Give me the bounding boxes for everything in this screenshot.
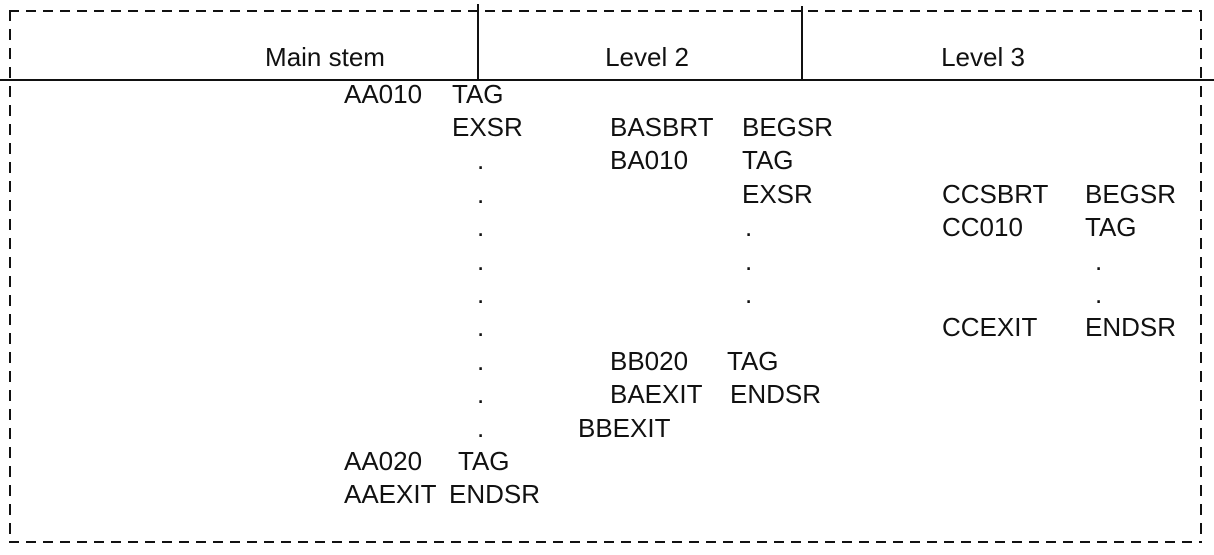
main-stem-continuation-dot: . xyxy=(477,145,485,175)
main-stem-opcode: ENDSR xyxy=(449,479,541,509)
main-stem-continuation-dot: . xyxy=(477,212,485,242)
level3-opcode: ENDSR xyxy=(1085,312,1177,342)
level2-opcode: TAG xyxy=(742,145,794,175)
level3-continuation-dot: . xyxy=(1095,279,1103,309)
main-stem-opcode: TAG xyxy=(458,446,510,476)
column-separator-line-2 xyxy=(801,6,803,80)
dashed-border-left xyxy=(9,10,11,542)
level2-continuation-dot: . xyxy=(745,212,753,242)
level3-opcode: BEGSR xyxy=(1085,179,1177,209)
main-stem-continuation-dot: . xyxy=(477,279,485,309)
column-header-level3: Level 3 xyxy=(941,42,1025,72)
level3-label: CCSBRT xyxy=(942,179,1049,209)
level3-label: CCEXIT xyxy=(942,312,1038,342)
column-header-level2: Level 2 xyxy=(605,42,689,72)
level2-opcode: EXSR xyxy=(742,179,813,209)
level2-opcode: TAG xyxy=(727,346,779,376)
main-stem-label: AA010 xyxy=(344,79,423,109)
level2-opcode: ENDSR xyxy=(730,379,822,409)
header-underline xyxy=(0,79,1214,81)
main-stem-opcode: EXSR xyxy=(452,112,523,142)
main-stem-continuation-dot: . xyxy=(477,413,485,443)
column-separator-line-1 xyxy=(477,4,479,80)
dashed-border-right xyxy=(1200,10,1202,542)
level3-label: CC010 xyxy=(942,212,1023,242)
level2-label: BBEXIT xyxy=(578,413,671,443)
level2-opcode: BEGSR xyxy=(742,112,834,142)
main-stem-label: AAEXIT xyxy=(344,479,437,509)
main-stem-continuation-dot: . xyxy=(477,379,485,409)
main-stem-opcode: TAG xyxy=(452,79,504,109)
main-stem-continuation-dot: . xyxy=(477,346,485,376)
column-header-main-stem: Main stem xyxy=(265,42,385,72)
level3-continuation-dot: . xyxy=(1095,246,1103,276)
level2-label: BASBRT xyxy=(610,112,714,142)
main-stem-continuation-dot: . xyxy=(477,312,485,342)
dashed-border-top xyxy=(9,10,1202,12)
main-stem-continuation-dot: . xyxy=(477,179,485,209)
dashed-border-bottom xyxy=(9,541,1202,543)
level2-label: BB020 xyxy=(610,346,689,376)
level2-label: BA010 xyxy=(610,145,689,175)
main-stem-label: AA020 xyxy=(344,446,423,476)
level2-label: BAEXIT xyxy=(610,379,703,409)
level2-continuation-dot: . xyxy=(745,246,753,276)
level3-opcode: TAG xyxy=(1085,212,1137,242)
main-stem-continuation-dot: . xyxy=(477,246,485,276)
level2-continuation-dot: . xyxy=(745,279,753,309)
